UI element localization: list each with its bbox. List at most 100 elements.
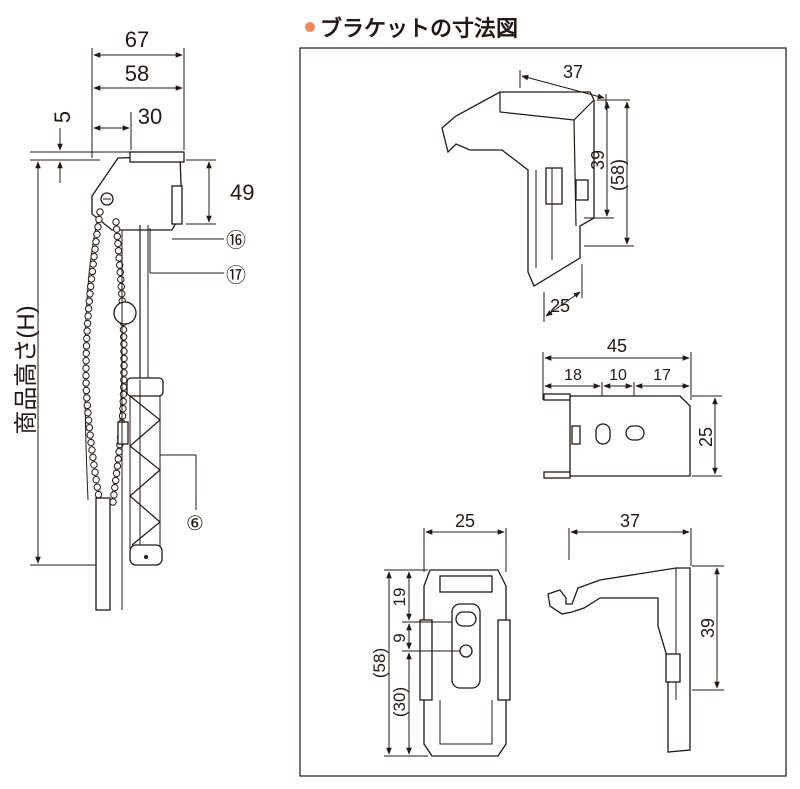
chain-bead [89, 260, 97, 268]
chain-connector [113, 301, 137, 325]
chain-bead [93, 483, 101, 491]
chain-bead [83, 319, 92, 328]
chain-bead [83, 394, 91, 402]
bottom-bar-top [126, 377, 164, 397]
chain-bead [82, 386, 91, 395]
front-dim-19: 19 [390, 588, 409, 607]
iso-dim-39: 39 [588, 150, 608, 170]
chain-bead [86, 290, 94, 298]
chain-bead [109, 498, 117, 506]
chain-bead [115, 254, 123, 262]
callout-6: ⑥ [186, 513, 204, 535]
chain-bead [119, 404, 127, 413]
chain-bead [112, 469, 121, 477]
chain-bead [111, 483, 119, 492]
dim-67: 67 [125, 27, 149, 52]
chain-bead [82, 379, 90, 387]
dim-5: 5 [50, 111, 75, 123]
chain-bead [84, 312, 92, 320]
chain-bead [90, 252, 98, 261]
chain-bead [82, 357, 90, 365]
dim-49: 49 [230, 180, 254, 205]
chain-bead [89, 453, 97, 462]
chain-bead [84, 409, 92, 417]
chain-bead [112, 225, 121, 233]
top-dim-10: 10 [609, 367, 627, 384]
chain-bead [96, 208, 104, 216]
top-dim-18: 18 [564, 367, 582, 384]
section-title: ブラケットの寸法図 [320, 16, 518, 42]
bracket-section: ブラケットの寸法図 37 39 (58) [299, 16, 787, 777]
chain-bead [110, 491, 118, 499]
chain-bead [117, 282, 126, 291]
chain-bead [94, 223, 102, 231]
chain-bead [119, 397, 127, 406]
iso-dim-25: 25 [550, 296, 570, 316]
front-dim-25: 25 [455, 511, 475, 531]
bracket-frame [299, 47, 787, 777]
chain-bead [86, 431, 94, 439]
chain-bead [114, 247, 123, 255]
top-dim-17: 17 [653, 367, 671, 384]
chain-bead [82, 349, 90, 357]
chain-bead [119, 325, 128, 334]
chain-bead [95, 215, 103, 224]
chain-bead [113, 232, 121, 241]
chain-bead [119, 390, 128, 399]
chain-bead [111, 476, 120, 485]
chain-bead [114, 239, 122, 248]
side-dim-39: 39 [698, 618, 718, 638]
chain-bead [85, 423, 94, 432]
chain-bead [92, 238, 100, 246]
chain-bead [82, 364, 90, 372]
chain-bead [83, 334, 91, 343]
chain-weight [95, 497, 111, 611]
chain-bead [116, 261, 124, 269]
dim-30: 30 [138, 104, 162, 129]
front-dim-30: (30) [390, 687, 409, 717]
chain-bead [84, 304, 93, 313]
chain-bead [87, 282, 95, 291]
chain-bead [84, 416, 93, 424]
bullet-icon [305, 22, 315, 32]
blind-side-view: 67 58 30 5 商品高さ(H) 49 [13, 27, 254, 611]
dim-58: 58 [125, 61, 149, 86]
bracket-iso-view: 37 39 (58) 25 [441, 62, 634, 322]
side-dim-37: 37 [620, 511, 640, 531]
chain-bead [87, 275, 96, 283]
head-bracket-side [171, 185, 183, 225]
chain-bead [93, 230, 101, 239]
chain-bead [118, 412, 127, 420]
front-dim-9: 9 [390, 633, 409, 642]
chain-bead [94, 490, 103, 499]
top-dim-25: 25 [696, 427, 716, 447]
top-dim-45: 45 [607, 336, 627, 356]
chain-bead [114, 455, 122, 463]
chain-bead [82, 371, 90, 380]
chain-bead [117, 275, 125, 284]
bracket-front-view: 25 19 9 (58) (30) [370, 511, 511, 757]
chain-bead [83, 327, 91, 335]
chain-bead [88, 446, 96, 454]
chain-bead [83, 401, 92, 410]
chain-bead [112, 218, 120, 226]
chain-stopper [117, 421, 129, 445]
bracket-side-view: 37 39 [547, 511, 724, 753]
iso-dim-37: 37 [563, 62, 583, 82]
chain-bead [92, 475, 100, 484]
chain-bead [85, 297, 93, 305]
chain-bead [82, 342, 91, 350]
front-dim-58: (58) [370, 648, 389, 678]
chain-bead [115, 448, 123, 456]
callout-17: ⑰ [226, 264, 246, 287]
head-bracket-top [129, 151, 185, 163]
bead-chain [82, 208, 128, 506]
bracket-top-view: 45 18 10 17 25 [542, 336, 722, 479]
iso-dim-58: (58) [608, 159, 628, 191]
product-height-label: 商品高さ(H) [13, 305, 40, 434]
chain-bead [91, 245, 99, 253]
chain-bead [119, 333, 128, 341]
chain-bead [119, 383, 128, 391]
chain-bead [90, 461, 98, 469]
